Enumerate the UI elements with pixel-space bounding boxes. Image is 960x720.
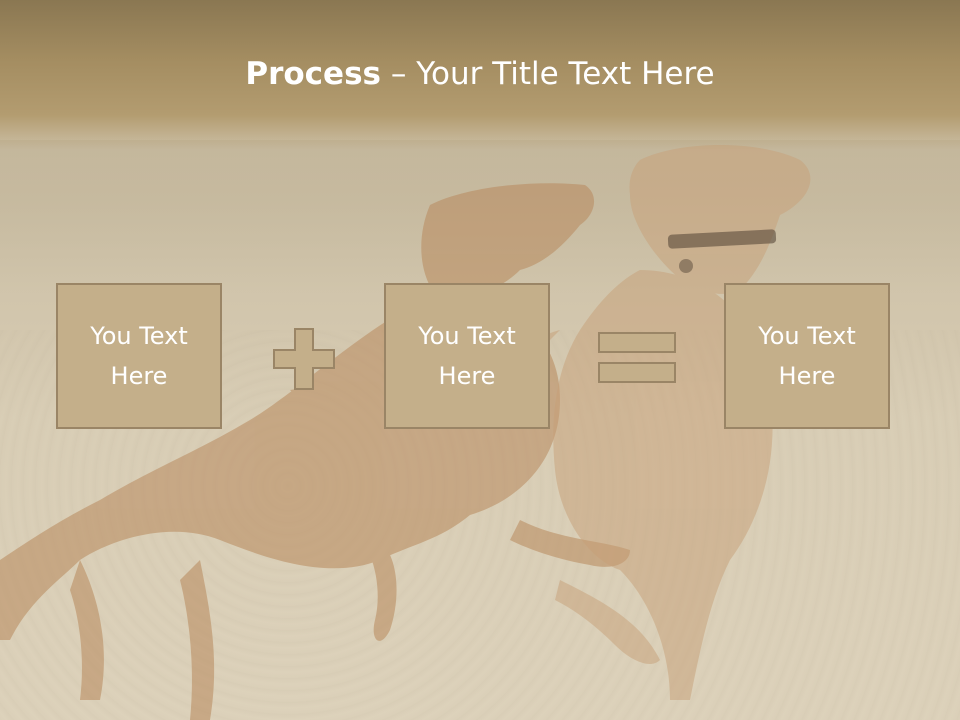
equals-icon — [598, 332, 676, 383]
process-box-1[interactable]: You Text Here — [56, 283, 222, 429]
title-bold: Process — [245, 56, 381, 92]
process-box-3-text: You Text Here — [758, 322, 856, 390]
header-band — [0, 0, 960, 150]
process-box-2-text: You Text Here — [418, 322, 516, 390]
process-box-1-text: You Text Here — [90, 322, 188, 390]
process-box-2[interactable]: You Text Here — [384, 283, 550, 429]
slide-title: Process – Your Title Text Here — [0, 52, 960, 96]
plus-icon — [273, 328, 335, 390]
title-rest: – Your Title Text Here — [381, 56, 715, 92]
process-box-3[interactable]: You Text Here — [724, 283, 890, 429]
